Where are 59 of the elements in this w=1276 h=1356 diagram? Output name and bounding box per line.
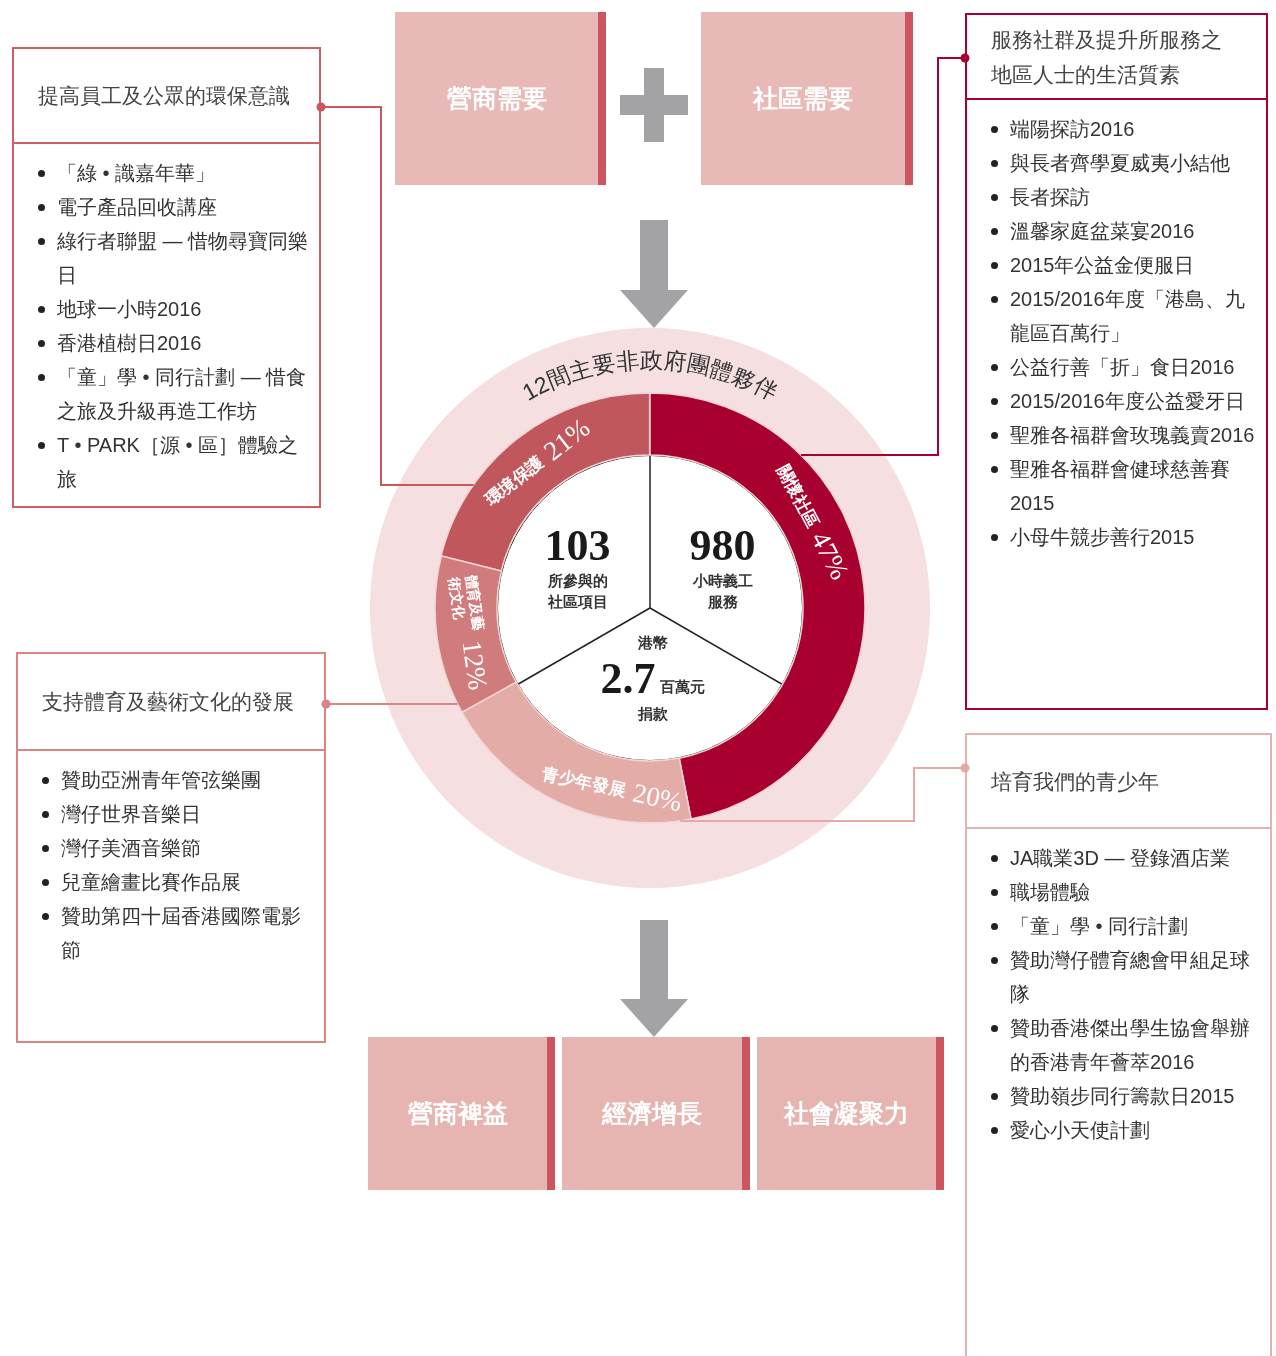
list-item: 長者探訪 [1010, 185, 1090, 210]
list-item: 兒童繪畫比賽作品展 [61, 870, 241, 895]
goal-box: 社區需要 [701, 12, 913, 185]
list-item: 地球一小時2016 [57, 297, 202, 322]
list-item: 2015/2016年度「港島、九龍區百萬行」 [1010, 287, 1246, 346]
segment-label: 關懷社區 [773, 460, 825, 533]
goal-box: 營商需要 [395, 12, 606, 185]
list-item: 贊助亞洲青年管弦樂團 [61, 768, 261, 793]
stat-number: 103 [544, 522, 611, 570]
stat-label: 小時義工服務 [691, 571, 754, 612]
goal-box: 營商裨益 [368, 1037, 555, 1190]
list-item: 職場體驗 [1010, 880, 1090, 905]
info-panel [965, 13, 1268, 710]
percentage-label: 12% [455, 638, 494, 693]
stat-label: 捐款 [637, 703, 668, 724]
list-item: 「童」學 • 同行計劃 [1010, 914, 1189, 939]
list-item: 電子產品回收講座 [57, 195, 217, 220]
list-item: 小母牛競步善行2015 [1010, 525, 1195, 550]
list-item: 端陽探訪2016 [1010, 117, 1135, 142]
list-item: 灣仔世界音樂日 [61, 802, 201, 827]
info-panel [965, 733, 1272, 1356]
currency-label: 港幣 [637, 633, 668, 653]
list-item: 2015/2016年度公益愛牙日 [1010, 389, 1245, 414]
list-item: 贊助第四十屆香港國際電影節 [61, 904, 302, 963]
panel-heading: 提高員工及公眾的環保意識 [38, 83, 290, 109]
stat-number: 2.7 [600, 654, 656, 703]
stat-label: 所參與的社區項目 [546, 571, 609, 612]
list-item: 「童」學 • 同行計劃 — 惜食之旅及升級再造工作坊 [57, 365, 308, 424]
list-item: 公益行善「折」食日2016 [1010, 355, 1235, 380]
list-item: 愛心小天使計劃 [1010, 1118, 1150, 1143]
unit-label: 百萬元 [659, 677, 705, 697]
list-item: 綠行者聯盟 — 惜物尋寶同樂日 [57, 229, 310, 288]
list-item: 與長者齊學夏威夷小結他 [1010, 151, 1230, 176]
segment-label: 體育及藝術文化 [444, 574, 488, 634]
info-panel [12, 47, 321, 508]
list-item: 聖雅各福群會玫瑰義賣2016 [1010, 423, 1255, 448]
panel-heading: 服務社群及提升所服務之地區人士的生活質素 [991, 26, 1223, 88]
list-item: T • PARK［源 • 區］體驗之旅 [57, 433, 300, 492]
list-item: 聖雅各福群會健球慈善賽2015 [1010, 457, 1231, 516]
panel-heading: 支持體育及藝術文化的發展 [42, 689, 294, 715]
list-item: 溫馨家庭盆菜宴2016 [1010, 219, 1195, 244]
list-item: 「綠 • 識嘉年華」 [57, 161, 216, 186]
goal-box: 經濟增長 [562, 1037, 750, 1190]
segment-label: 環境保護 [480, 452, 547, 511]
list-item: 香港植樹日2016 [57, 331, 202, 356]
percentage-label: 20% [628, 776, 686, 820]
goal-box: 社會凝聚力 [757, 1037, 944, 1190]
list-item: 贊助嶺步同行籌款日2015 [1010, 1084, 1235, 1109]
ring-title: 12間主要非政府團體夥伴 [517, 346, 782, 406]
segment-label: 青少年發展 [539, 762, 628, 802]
donut-segment [435, 556, 517, 713]
info-panel [16, 652, 326, 1043]
panel-heading: 培育我們的青少年 [991, 768, 1159, 795]
stat-number: 980 [689, 522, 756, 570]
list-item: 灣仔美酒音樂節 [61, 836, 201, 861]
list-item: 贊助香港傑出學生協會舉辦的香港青年薈萃2016 [1010, 1016, 1251, 1075]
list-item: 贊助灣仔體育總會甲組足球隊 [1010, 948, 1251, 1007]
list-item: 2015年公益金便服日 [1010, 253, 1195, 278]
list-item: JA職業3D — 登錄酒店業 [1010, 846, 1231, 871]
